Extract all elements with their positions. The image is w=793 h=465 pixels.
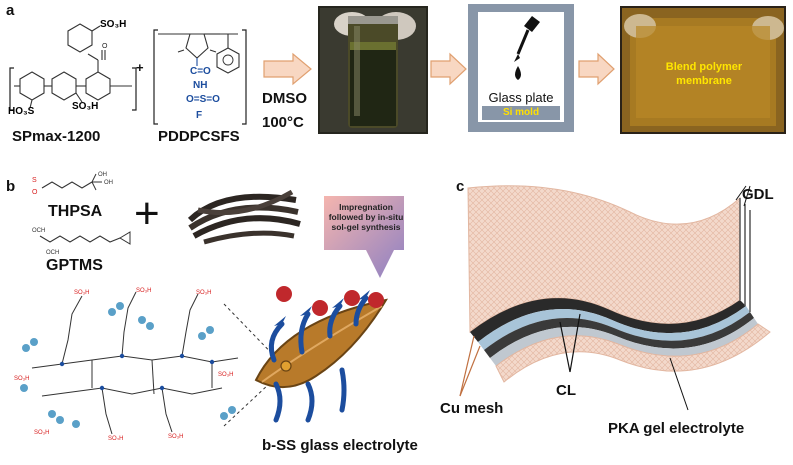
sp-group-top: SO₃H xyxy=(100,19,127,30)
si-mold-label: Si mold xyxy=(502,107,540,118)
svg-text:SO₃H: SO₃H xyxy=(34,430,49,436)
temperature-label: 100°C xyxy=(262,114,304,131)
cl-label: CL xyxy=(556,382,576,399)
spmax-structure: O xyxy=(9,23,137,111)
pd-group-fluorine: F xyxy=(196,110,203,121)
sp-group-left: HO₃S xyxy=(8,106,35,117)
pddpcsfs-label: PDDPCSFS xyxy=(158,128,240,145)
process-arrow-3 xyxy=(578,52,615,86)
spmax-label: SPmax-1200 xyxy=(12,128,101,145)
thpsa-structure: S O OH OH xyxy=(32,172,113,196)
svg-text:S: S xyxy=(32,177,37,184)
membrane-label: Blend polymer membrane xyxy=(665,61,743,87)
electrolyte-label: b-SS glass electrolyte xyxy=(262,437,418,454)
pd-group-sulfonyl: O=S=O xyxy=(186,94,220,105)
process-arrow-2 xyxy=(430,52,467,86)
process-arrow-1 xyxy=(263,52,312,86)
svg-text:SO₃H: SO₃H xyxy=(108,436,123,440)
sol-gel-network: SO₃H SO₃H SO₃H SO₃H SO₃H SO₃H SO₃H SO₃H xyxy=(14,288,239,440)
panel-a-plus: + xyxy=(136,60,144,75)
ion-4 xyxy=(368,292,384,308)
panel-a-letter: a xyxy=(6,2,15,19)
pka-label: PKA gel electrolyte xyxy=(608,420,745,437)
svg-text:OCH: OCH xyxy=(32,228,45,234)
svg-text:OCH: OCH xyxy=(46,250,59,256)
pddpcsfs-structure xyxy=(153,29,247,125)
ion-3 xyxy=(344,290,360,306)
thpsa-label: THPSA xyxy=(48,203,103,220)
impregnation-arrow xyxy=(324,196,404,278)
svg-text:SO₃H: SO₃H xyxy=(136,288,151,294)
vial-photo xyxy=(318,6,428,134)
panel-b-plus: + xyxy=(134,189,160,238)
cu-mesh-label: Cu mesh xyxy=(440,400,504,417)
svg-text:SO₃H: SO₃H xyxy=(74,290,89,296)
sp-group-right: SO₃H xyxy=(72,101,99,112)
svg-text:SO₃H: SO₃H xyxy=(14,376,29,382)
solvent-label: DMSO xyxy=(262,90,307,107)
ion-1 xyxy=(276,286,292,302)
svg-text:OH: OH xyxy=(104,180,113,186)
membrane-photo xyxy=(620,6,786,134)
svg-text:SO₃H: SO₃H xyxy=(218,372,233,378)
svg-text:O: O xyxy=(102,43,108,50)
svg-text:OH: OH xyxy=(98,172,107,178)
membrane-leaf xyxy=(254,290,389,423)
svg-text:SO₃H: SO₃H xyxy=(196,290,211,296)
glass-plate-inner xyxy=(478,12,564,122)
impregnation-label: Impregnation followed by in-situ sol-gel… xyxy=(328,202,404,232)
gdl-label: GDL xyxy=(742,186,774,203)
glass-plate-label: Glass plate xyxy=(488,90,554,105)
pd-group-nh: NH xyxy=(193,80,208,91)
fiber-bundle xyxy=(187,189,301,245)
ion-2 xyxy=(312,300,328,316)
pd-group-carbonyl: C=O xyxy=(190,66,211,77)
gptms-label: GPTMS xyxy=(46,257,103,274)
panel-b-letter: b xyxy=(6,178,16,195)
dropper-icon xyxy=(514,16,540,80)
fuel-cell-layers xyxy=(459,185,771,411)
si-mold-band xyxy=(482,106,560,120)
gptms-structure: OCH OCH xyxy=(32,228,131,256)
svg-text:O: O xyxy=(32,189,38,196)
panel-c-letter: c xyxy=(456,178,465,195)
svg-text:SO₃H: SO₃H xyxy=(168,434,183,440)
